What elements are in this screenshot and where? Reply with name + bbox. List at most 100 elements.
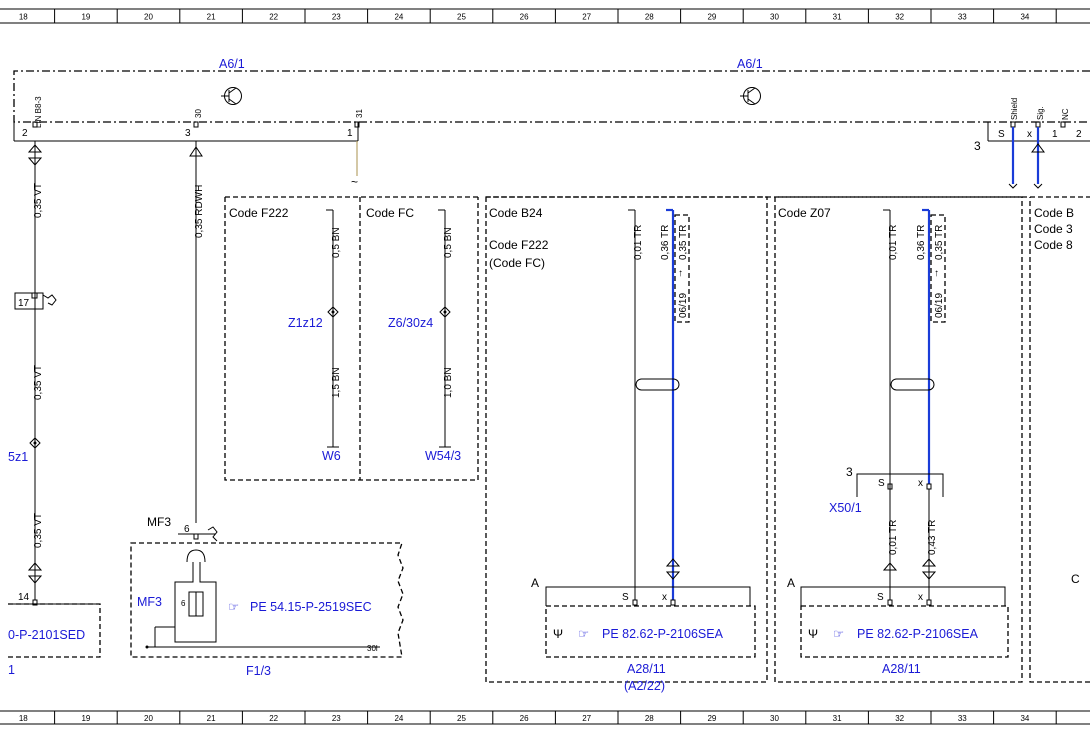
grid-column-number: 18 [19, 13, 28, 22]
grid-column-number: 30 [770, 714, 779, 723]
grid-column-number: 31 [833, 714, 842, 723]
code-label: Code B24 [489, 206, 543, 220]
pin-label-30: 30 [194, 109, 203, 118]
pin-label: A [531, 576, 539, 590]
grid-column-number: 26 [520, 13, 529, 22]
grid-column-number: 31 [833, 13, 842, 22]
code-box-f222-fc: Code F222 Code FC 0,5 BN Z1z12 1,5 BN W6… [224, 196, 479, 481]
grid-column-number: 25 [457, 13, 466, 22]
wire-label: 0,43 TR [927, 520, 938, 555]
pe-reference: PE 54.15-P-2519SEC [250, 600, 372, 614]
wire-label: 0,5 BN [443, 227, 454, 258]
pin-number: 1 [1052, 129, 1058, 140]
pointing-hand-icon: ☞ [228, 600, 239, 614]
grid-column-number: 21 [207, 714, 216, 723]
pin-label-31: 31 [355, 109, 364, 118]
component-label-mf3: MF3 [137, 595, 162, 609]
pin-label: S [622, 592, 629, 603]
shield-signal-wires [486, 127, 1090, 198]
wire-label: 0,36 TR [660, 225, 671, 260]
wire-rdwh: 0,35 RDWH [189, 141, 205, 523]
a6-1-module: A6/1 A6/1 [13, 57, 1090, 123]
grid-column-number: 26 [520, 714, 529, 723]
pin-number: 2 [22, 128, 28, 139]
grid-column-number: 21 [207, 13, 216, 22]
pe-reference: PE 82.62-P-2106SEA [857, 627, 979, 641]
grid-column-number: 30 [770, 13, 779, 22]
svg-text:↑: ↑ [678, 268, 683, 279]
grid-column-number: 20 [144, 13, 153, 22]
wire-label: 0,35 VT [33, 513, 44, 548]
grid-column-number: 24 [394, 714, 403, 723]
splice-label: Z6/30z4 [388, 316, 433, 330]
code-label: Code 8 [1034, 238, 1073, 252]
wire-date: 06/19 [934, 293, 945, 318]
code-box-b24: Code B24 Code F222 (Code FC) 0,01 TR 0,3… [485, 196, 768, 693]
pin-label: x [918, 592, 923, 603]
svg-text:↑: ↑ [934, 268, 939, 279]
pin-label: 30l [367, 644, 378, 653]
code-label: (Code FC) [489, 256, 545, 270]
pin-number: 14 [18, 592, 30, 603]
pin-label: S [877, 592, 884, 603]
component-label-a28: A28/11 [882, 662, 921, 676]
grid-column-number: 29 [707, 13, 716, 22]
component-label-partial: 5z1 [8, 450, 28, 464]
wire-label: 1,0 BN [443, 367, 454, 398]
a6-connector-strip: LIN B8-3 30 31 2 3 1 Shield Sig. NC S x … [13, 96, 1090, 153]
transistor-icon [221, 87, 242, 105]
grid-column-number: 22 [269, 13, 278, 22]
ground-label: W54/3 [425, 449, 461, 463]
wire-label: 0,5 BN [331, 227, 342, 258]
pin-label: x [918, 478, 923, 489]
pin-label: S [878, 478, 885, 489]
grid-column-number: 27 [582, 13, 591, 22]
pin-label-shield: Shield [1010, 98, 1019, 120]
code-label: Code F222 [489, 238, 549, 252]
component-label-a2-22: (A2/22) [624, 679, 665, 693]
grid-column-number: 19 [81, 13, 90, 22]
antenna-icon: Ψ [553, 627, 563, 641]
pin-label: A [787, 576, 795, 590]
wire-label: 0,01 TR [888, 225, 899, 260]
svg-text:~: ~ [351, 175, 358, 189]
component-label-a6-left: A6/1 [219, 57, 245, 71]
wire-label: 0,35 TR [934, 225, 945, 260]
wire-label: 1,5 BN [331, 367, 342, 398]
pin-label: x [662, 592, 667, 603]
grid-column-number: 24 [394, 13, 403, 22]
pin-number: 3 [185, 128, 191, 139]
ground-label: W6 [322, 449, 341, 463]
wire-label: 0,36 TR [916, 225, 927, 260]
transistor-icon [740, 87, 761, 105]
wire-vt-left: 0,35 VT 17 0,35 VT 5z1 0,35 VT 14 0-P-21… [8, 141, 101, 677]
grid-column-number: 20 [144, 714, 153, 723]
wire-label: 0,35 VT [33, 365, 44, 400]
grid-column-number: 23 [332, 714, 341, 723]
component-label-mf3: MF3 [147, 515, 171, 529]
wire-label: 0,35 TR [678, 225, 689, 260]
connector-label-x50: X50/1 [829, 501, 862, 515]
f1-3-fuse-box: MF3 6 6 30l MF3 ☞ PE 54.15-P-2519SEC F1/… [130, 515, 404, 678]
pointing-hand-icon: ☞ [833, 627, 844, 641]
grid-column-number: 23 [332, 13, 341, 22]
code-label: Code Z07 [778, 206, 831, 220]
grid-column-number: 34 [1020, 13, 1029, 22]
pin-label: S [998, 129, 1005, 140]
grid-column-number: 27 [582, 714, 591, 723]
connector-number: 3 [974, 139, 981, 153]
pin-label-lin: LIN B8-3 [34, 96, 43, 128]
pin-number: 1 [347, 128, 353, 139]
wire-label: 0,35 VT [33, 183, 44, 218]
grid-column-number: 22 [269, 714, 278, 723]
pin-number: 6 [184, 524, 190, 535]
pin-label: C [1071, 572, 1080, 586]
pin-number: 6 [181, 599, 186, 608]
pe-reference: PE 82.62-P-2106SEA [602, 627, 724, 641]
grid-column-number: 33 [958, 714, 967, 723]
pin-label-sig: Sig. [1036, 106, 1045, 120]
antenna-icon: Ψ [808, 627, 818, 641]
